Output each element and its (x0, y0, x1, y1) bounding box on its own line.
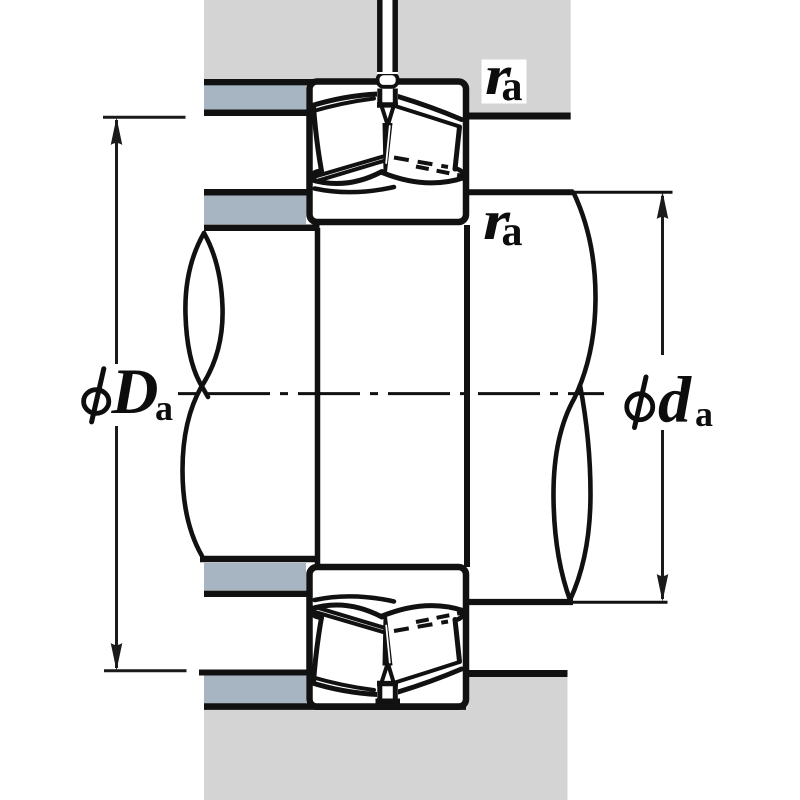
svg-text:a: a (155, 388, 173, 428)
svg-text:d: d (658, 364, 692, 437)
svg-text:a: a (502, 64, 523, 110)
svg-text:r: r (483, 190, 511, 252)
svg-text:r: r (485, 45, 512, 107)
svg-text:a: a (502, 209, 523, 255)
svg-text:a: a (695, 394, 713, 434)
svg-text:D: D (111, 356, 159, 428)
